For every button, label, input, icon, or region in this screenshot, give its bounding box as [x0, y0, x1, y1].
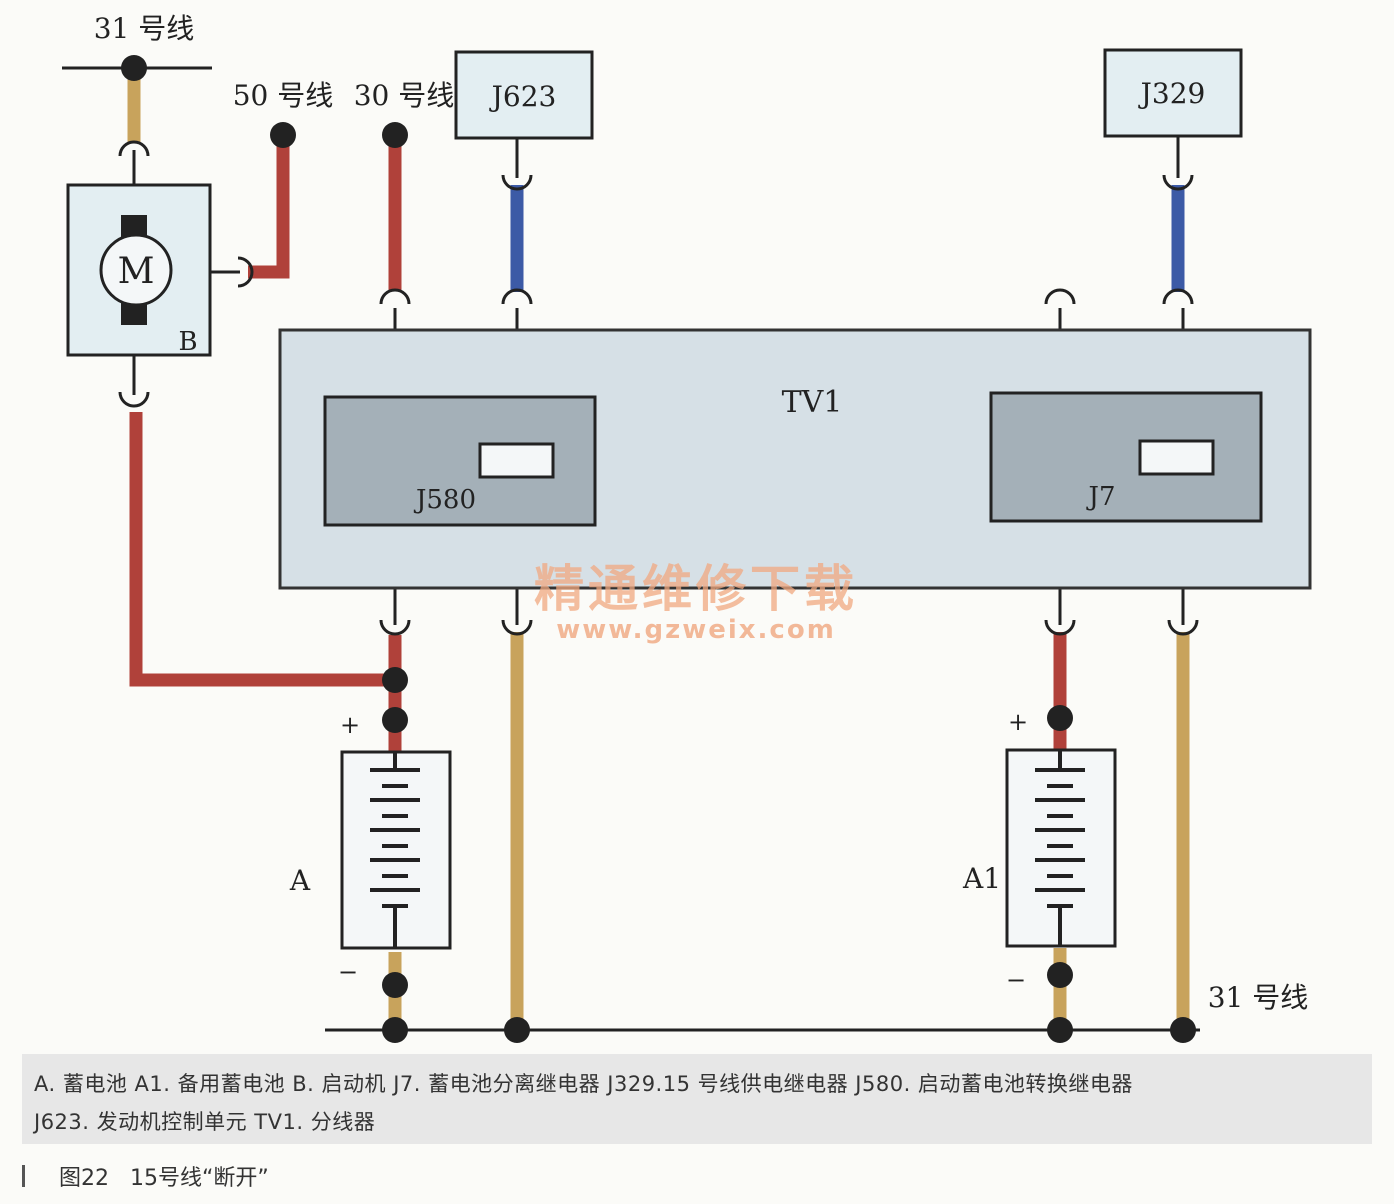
legend-box: A. 蓄电池 A1. 备用蓄电池 B. 启动机 J7. 蓄电池分离继电器 J32…: [22, 1054, 1372, 1144]
battery-a1-minus: −: [1006, 966, 1026, 994]
starter-B: [66, 183, 212, 357]
wiring-diagram: M B J623 J329 TV1 J580 J7 A + −: [62, 12, 1312, 1043]
connector-arcs: [118, 140, 1199, 636]
j7-coil: [1138, 439, 1215, 476]
battery-A1: [1005, 748, 1117, 948]
wire50-label: 50 号线: [233, 79, 334, 112]
wire31-bottom-label: 31 号线: [1208, 981, 1309, 1014]
battery-a-minus: −: [338, 958, 358, 986]
watermark-title: 精通维修下载: [534, 560, 858, 618]
caption-text: 图22 15号线“断开”: [59, 1166, 269, 1191]
watermark-url: www.gzweix.com: [556, 615, 836, 645]
j623-label: J623: [489, 80, 557, 113]
wire31-top-label: 31 号线: [94, 12, 195, 45]
j329-box: [1103, 48, 1243, 138]
j7-label: J7: [1086, 482, 1116, 512]
j7-relay-box: [989, 391, 1263, 523]
battery-a-plus: +: [340, 711, 360, 739]
legend-line-1: A. 蓄电池 A1. 备用蓄电池 B. 启动机 J7. 蓄电池分离继电器 J32…: [34, 1072, 1133, 1096]
j623-box: [454, 50, 594, 140]
j329-label: J329: [1138, 77, 1206, 110]
battery-a1-plus: +: [1008, 708, 1028, 736]
battery-a-label: A: [289, 864, 311, 897]
motor-label: M: [118, 251, 155, 292]
starter-label: B: [178, 327, 197, 357]
figure-caption: 图22 15号线“断开”: [22, 1160, 269, 1192]
battery-a1-label: A1: [962, 862, 1001, 895]
tv1-label: TV1: [782, 385, 843, 420]
j580-coil: [478, 442, 555, 479]
caption-bar: [22, 1165, 25, 1187]
j580-label: J580: [413, 485, 476, 515]
wire-lines: [62, 66, 1200, 1032]
battery-A: [340, 750, 452, 950]
legend-line-2: J623. 发动机控制单元 TV1. 分线器: [34, 1110, 376, 1134]
wire30-label: 30 号线: [354, 79, 455, 112]
